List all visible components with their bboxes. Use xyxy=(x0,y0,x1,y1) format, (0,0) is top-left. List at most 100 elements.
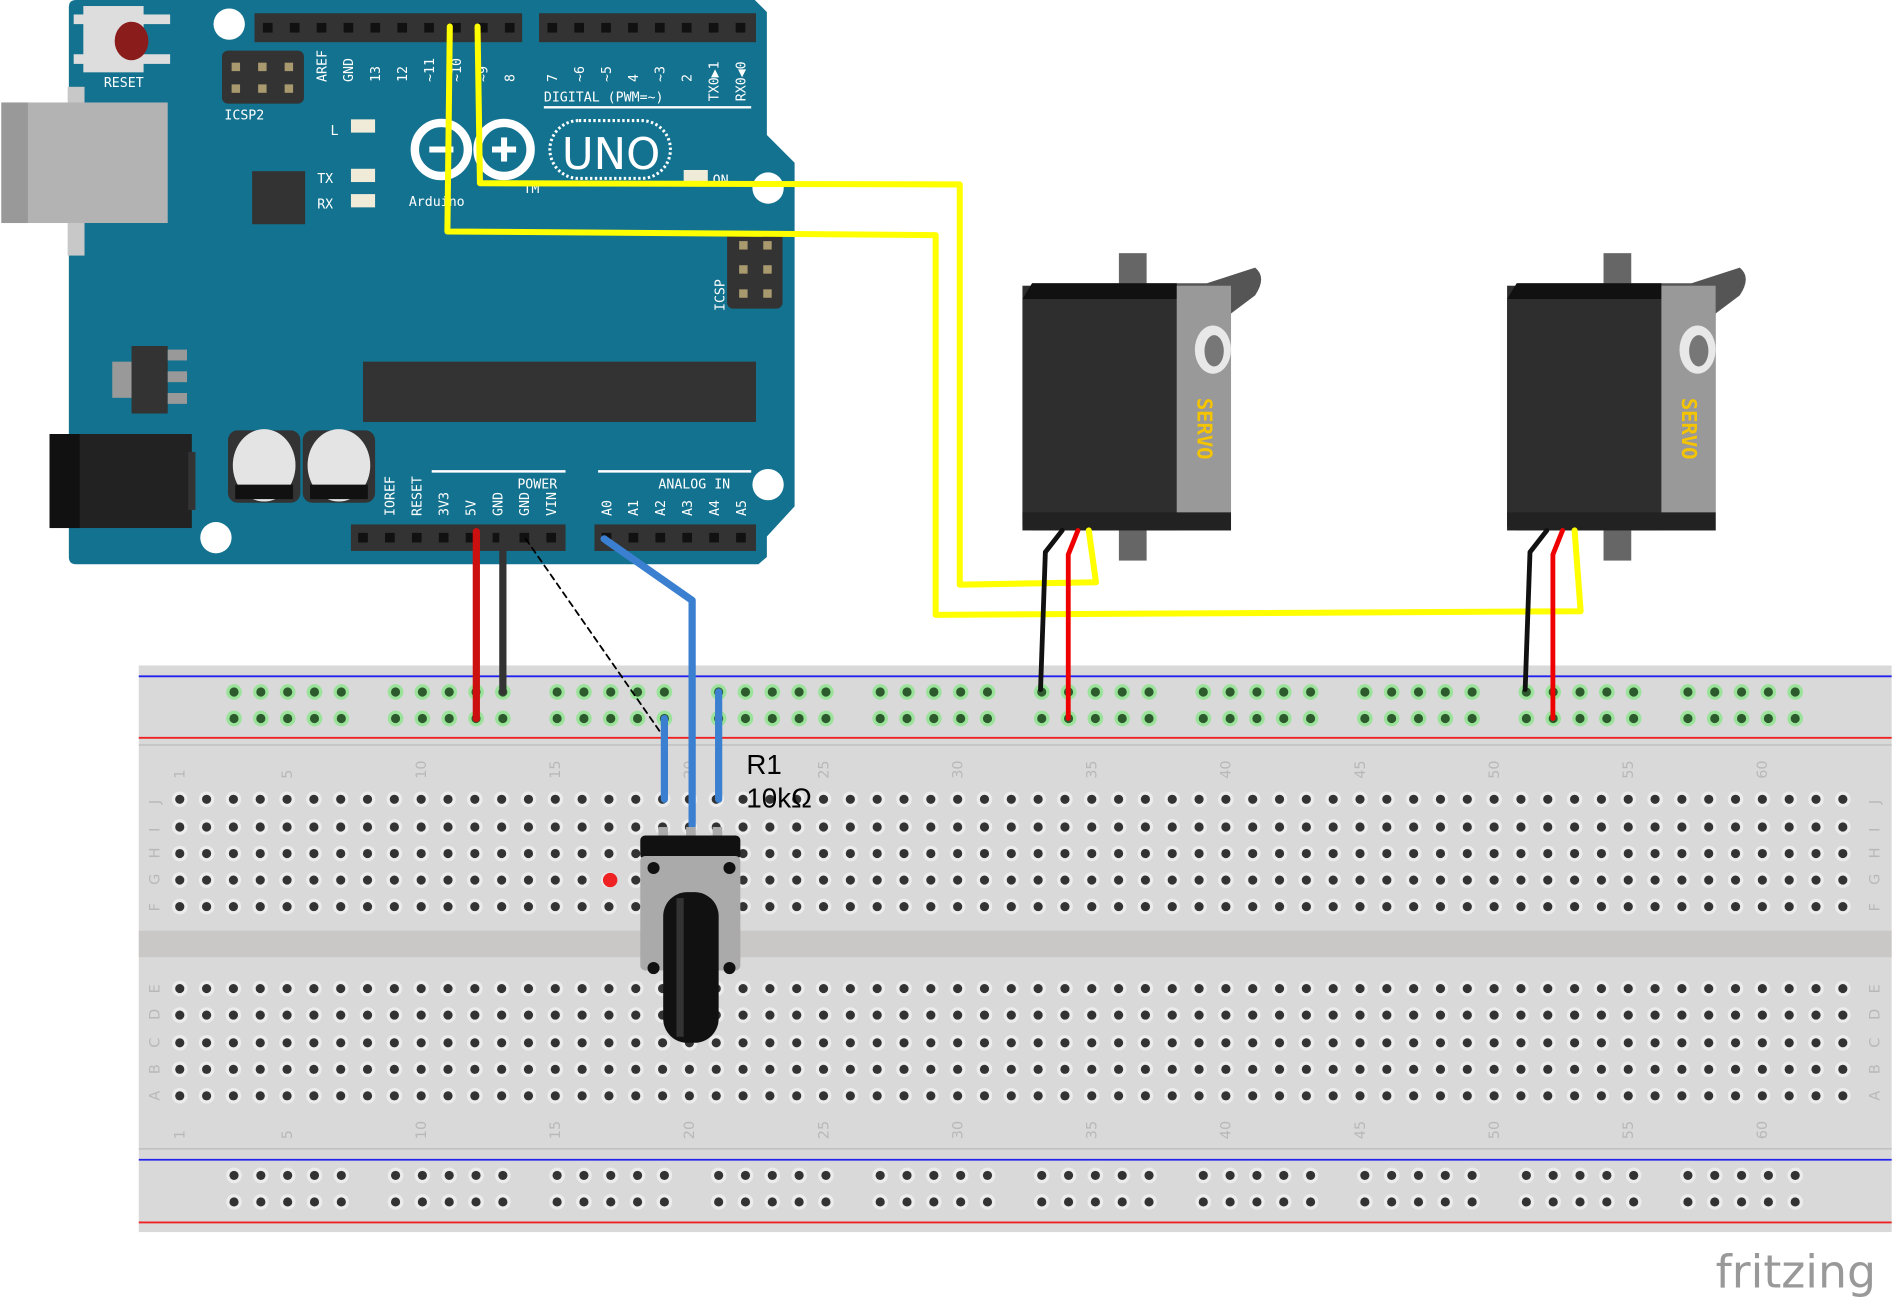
power-rail-hole[interactable] xyxy=(1279,713,1289,724)
breadboard-hole[interactable] xyxy=(1382,822,1392,832)
breadboard-hole[interactable] xyxy=(1677,1091,1687,1101)
breadboard-hole[interactable] xyxy=(765,794,775,804)
power-rail-hole[interactable] xyxy=(1521,1197,1531,1207)
breadboard-hole[interactable] xyxy=(631,848,641,859)
breadboard-hole[interactable] xyxy=(1489,1091,1499,1101)
breadboard-hole[interactable] xyxy=(1409,901,1419,912)
breadboard-hole[interactable] xyxy=(926,1064,936,1074)
power-rail-hole[interactable] xyxy=(1090,713,1100,724)
power-header-pin[interactable] xyxy=(465,532,476,543)
breadboard-hole[interactable] xyxy=(1006,1091,1016,1101)
breadboard-hole[interactable] xyxy=(1596,1010,1606,1020)
power-rail-hole[interactable] xyxy=(229,713,239,724)
breadboard-hole[interactable] xyxy=(765,983,775,994)
breadboard-hole[interactable] xyxy=(979,983,990,994)
power-rail-hole[interactable] xyxy=(1360,687,1370,697)
power-rail-hole[interactable] xyxy=(1521,713,1531,724)
breadboard-hole[interactable] xyxy=(1409,983,1419,994)
breadboard-hole[interactable] xyxy=(953,822,963,832)
breadboard-hole[interactable] xyxy=(1006,1038,1016,1048)
breadboard-hole[interactable] xyxy=(1570,875,1580,885)
breadboard-hole[interactable] xyxy=(899,1010,909,1020)
breadboard-hole[interactable] xyxy=(738,983,748,994)
power-rail-hole[interactable] xyxy=(1683,687,1693,697)
breadboard-hole[interactable] xyxy=(1274,875,1285,885)
power-rail-hole[interactable] xyxy=(1387,687,1397,697)
breadboard-hole[interactable] xyxy=(711,1064,721,1074)
breadboard-hole[interactable] xyxy=(1114,1091,1124,1101)
breadboard-hole[interactable] xyxy=(1704,1064,1714,1074)
power-rail-hole[interactable] xyxy=(982,687,993,697)
breadboard-hole[interactable] xyxy=(1623,848,1633,859)
power-rail-hole[interactable] xyxy=(767,1170,777,1180)
power-rail-hole[interactable] xyxy=(1790,687,1800,697)
breadboard-hole[interactable] xyxy=(899,794,909,804)
breadboard-hole[interactable] xyxy=(1623,1064,1633,1074)
breadboard-hole[interactable] xyxy=(926,822,936,832)
breadboard-hole[interactable] xyxy=(550,1064,560,1074)
power-rail-hole[interactable] xyxy=(821,713,831,724)
breadboard-hole[interactable] xyxy=(523,983,534,994)
breadboard-hole[interactable] xyxy=(1784,1010,1794,1020)
breadboard-hole[interactable] xyxy=(1006,1064,1016,1074)
breadboard-hole[interactable] xyxy=(550,848,560,859)
breadboard-hole[interactable] xyxy=(684,1091,694,1101)
power-rail-hole[interactable] xyxy=(794,687,804,697)
power-rail-hole[interactable] xyxy=(1090,1197,1100,1207)
breadboard-hole[interactable] xyxy=(1328,848,1338,859)
breadboard-hole[interactable] xyxy=(523,875,534,885)
power-rail-hole[interactable] xyxy=(1305,1170,1316,1180)
breadboard-hole[interactable] xyxy=(550,1038,560,1048)
breadboard-hole[interactable] xyxy=(1489,794,1499,804)
breadboard-hole[interactable] xyxy=(1435,794,1446,804)
power-rail-hole[interactable] xyxy=(1710,687,1720,697)
breadboard-hole[interactable] xyxy=(899,1091,909,1101)
breadboard-hole[interactable] xyxy=(1355,875,1365,885)
breadboard-hole[interactable] xyxy=(202,822,212,832)
breadboard-hole[interactable] xyxy=(202,901,212,912)
breadboard-hole[interactable] xyxy=(845,848,855,859)
breadboard-hole[interactable] xyxy=(1248,794,1258,804)
power-rail-hole[interactable] xyxy=(1467,1170,1477,1180)
breadboard-hole[interactable] xyxy=(309,822,319,832)
breadboard-hole[interactable] xyxy=(1650,1010,1660,1020)
breadboard-hole[interactable] xyxy=(1838,848,1848,859)
breadboard-hole[interactable] xyxy=(1489,848,1499,859)
power-rail-hole[interactable] xyxy=(1279,1170,1289,1180)
breadboard-hole[interactable] xyxy=(1757,1038,1767,1048)
breadboard-hole[interactable] xyxy=(1784,822,1794,832)
breadboard-hole[interactable] xyxy=(1730,848,1741,859)
breadboard-hole[interactable] xyxy=(1274,1064,1285,1074)
breadboard-hole[interactable] xyxy=(1570,794,1580,804)
breadboard-hole[interactable] xyxy=(1784,794,1794,804)
breadboard-hole[interactable] xyxy=(228,1038,238,1048)
breadboard-hole[interactable] xyxy=(1489,1038,1499,1048)
breadboard-hole[interactable] xyxy=(1355,794,1365,804)
breadboard-hole[interactable] xyxy=(1677,1038,1687,1048)
breadboard-hole[interactable] xyxy=(1140,794,1150,804)
breadboard-hole[interactable] xyxy=(1006,848,1016,859)
breadboard-hole[interactable] xyxy=(228,1091,238,1101)
breadboard-hole[interactable] xyxy=(604,1064,614,1074)
breadboard-hole[interactable] xyxy=(1489,822,1499,832)
breadboard-hole[interactable] xyxy=(1006,794,1016,804)
power-rail-hole[interactable] xyxy=(1548,1170,1558,1180)
power-rail-hole[interactable] xyxy=(256,713,266,724)
breadboard-hole[interactable] xyxy=(899,1038,909,1048)
breadboard-hole[interactable] xyxy=(443,1064,453,1074)
breadboard-hole[interactable] xyxy=(175,794,185,804)
breadboard-hole[interactable] xyxy=(255,822,265,832)
breadboard-hole[interactable] xyxy=(1543,848,1553,859)
breadboard-hole[interactable] xyxy=(631,822,641,832)
breadboard-hole[interactable] xyxy=(1194,901,1204,912)
power-rail-hole[interactable] xyxy=(1575,1197,1585,1207)
breadboard-hole[interactable] xyxy=(416,848,426,859)
breadboard-hole[interactable] xyxy=(1757,822,1767,832)
power-rail-hole[interactable] xyxy=(579,1197,589,1207)
breadboard-hole[interactable] xyxy=(1838,1010,1848,1020)
power-rail-hole[interactable] xyxy=(1305,687,1316,697)
power-rail-hole[interactable] xyxy=(283,1170,293,1180)
breadboard-hole[interactable] xyxy=(818,875,829,885)
breadboard-hole[interactable] xyxy=(523,794,534,804)
power-rail-hole[interactable] xyxy=(875,713,885,724)
